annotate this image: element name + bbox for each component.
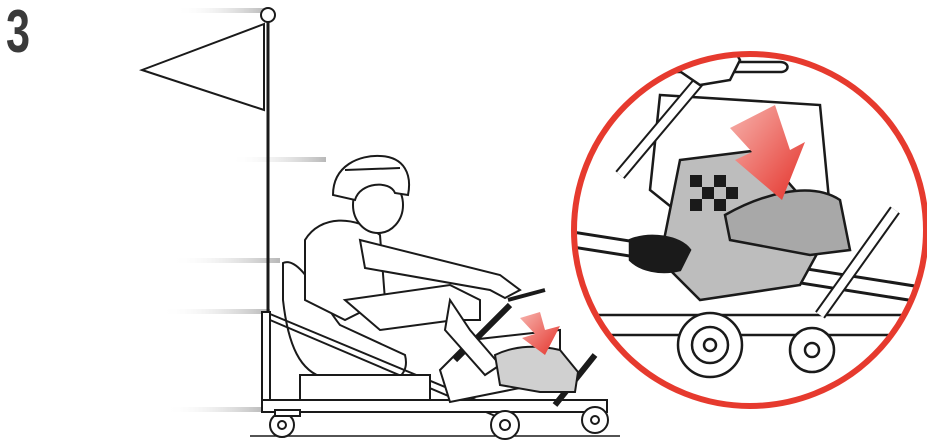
flag-icon: [142, 8, 275, 330]
wheel-icon: [270, 410, 300, 437]
magnifier-callout-icon: [560, 36, 927, 406]
